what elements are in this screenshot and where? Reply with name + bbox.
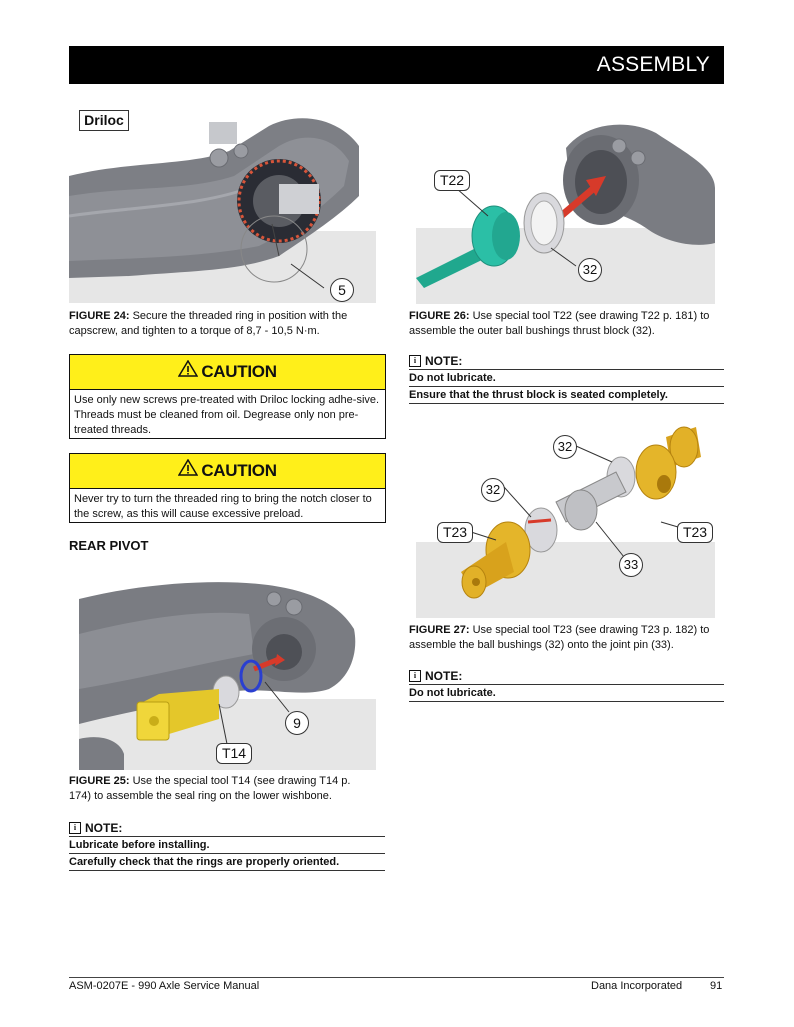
caution-title: CAUTION bbox=[201, 461, 277, 480]
note-line: Carefully check that the rings are prope… bbox=[69, 854, 385, 871]
callout-t23-left: T23 bbox=[437, 522, 473, 543]
note-header: i NOTE: bbox=[69, 820, 385, 837]
callout-32: 32 bbox=[578, 258, 602, 282]
caution-box-1: CAUTION Use only new screws pre-treated … bbox=[69, 354, 386, 439]
caption-text: Secure the threaded ring in position wit… bbox=[69, 310, 348, 337]
figure-24-image bbox=[69, 106, 376, 303]
info-icon: i bbox=[409, 354, 421, 367]
figure-26-image bbox=[416, 108, 715, 304]
note-line: Do not lubricate. bbox=[409, 370, 724, 387]
note-title: NOTE: bbox=[425, 353, 463, 368]
caption-label: FIGURE 27: bbox=[409, 624, 470, 636]
page-number: 91 bbox=[710, 980, 723, 992]
section-title: ASSEMBLY bbox=[596, 53, 710, 76]
caution-text: Use only new screws pre-treated with Dri… bbox=[74, 394, 380, 436]
caption-text: Use special tool T23 (see drawing T23 p.… bbox=[409, 624, 710, 651]
note-title: NOTE: bbox=[425, 668, 463, 683]
caption-label: FIGURE 25: bbox=[69, 775, 130, 787]
caution-header: CAUTION bbox=[70, 454, 385, 489]
figure-26-caption: FIGURE 26: Use special tool T22 (see dra… bbox=[409, 309, 727, 339]
note-line: Lubricate before installing. bbox=[69, 837, 385, 854]
caption-text: Use special tool T22 (see drawing T22 p.… bbox=[409, 310, 710, 337]
info-icon: i bbox=[69, 821, 81, 834]
note-box-1: i NOTE: Do not lubricate. Ensure that th… bbox=[409, 353, 724, 404]
callout-t23-right: T23 bbox=[677, 522, 713, 543]
caution-title: CAUTION bbox=[201, 362, 277, 381]
note-line: Do not lubricate. bbox=[409, 685, 724, 702]
callout-33: 33 bbox=[619, 553, 643, 577]
footer-company: Dana Incorporated bbox=[591, 980, 683, 992]
footer-manual-title: ASM-0207E - 990 Axle Service Manual bbox=[69, 980, 260, 992]
caution-text: Never try to turn the threaded ring to b… bbox=[74, 493, 372, 520]
note-box-3: i NOTE: Lubricate before installing. Car… bbox=[69, 820, 385, 871]
figure-27-caption: FIGURE 27: Use special tool T23 (see dra… bbox=[409, 623, 727, 653]
callout-32-mid: 32 bbox=[481, 478, 505, 502]
figure-25-image bbox=[79, 574, 376, 770]
callout-32-top: 32 bbox=[553, 435, 577, 459]
driloc-tag: Driloc bbox=[79, 110, 129, 131]
footer-divider bbox=[69, 977, 724, 978]
figure-24-caption: FIGURE 24: Secure the threaded ring in p… bbox=[69, 309, 379, 339]
note-header: i NOTE: bbox=[409, 668, 724, 685]
callout-9: 9 bbox=[285, 711, 309, 735]
callout-t14: T14 bbox=[216, 743, 252, 764]
callout-5: 5 bbox=[330, 278, 354, 302]
caution-box-2: CAUTION Never try to turn the threaded r… bbox=[69, 453, 386, 523]
warning-triangle-icon bbox=[178, 359, 199, 382]
note-title: NOTE: bbox=[85, 820, 123, 835]
note-box-2: i NOTE: Do not lubricate. bbox=[409, 668, 724, 702]
warning-triangle-icon bbox=[178, 458, 199, 481]
section-header-bar: ASSEMBLY bbox=[69, 46, 724, 84]
callout-t22: T22 bbox=[434, 170, 470, 191]
figure-27-image bbox=[416, 422, 715, 618]
figure-25-caption: FIGURE 25: Use the special tool T14 (see… bbox=[69, 774, 369, 804]
caption-text: Use the special tool T14 (see drawing T1… bbox=[69, 775, 351, 802]
info-icon: i bbox=[409, 669, 421, 682]
rear-pivot-heading: REAR PIVOT bbox=[69, 538, 149, 553]
note-header: i NOTE: bbox=[409, 353, 724, 370]
note-line: Ensure that the thrust block is seated c… bbox=[409, 387, 724, 404]
caption-label: FIGURE 24: bbox=[69, 310, 130, 322]
caution-header: CAUTION bbox=[70, 355, 385, 390]
caption-label: FIGURE 26: bbox=[409, 310, 470, 322]
